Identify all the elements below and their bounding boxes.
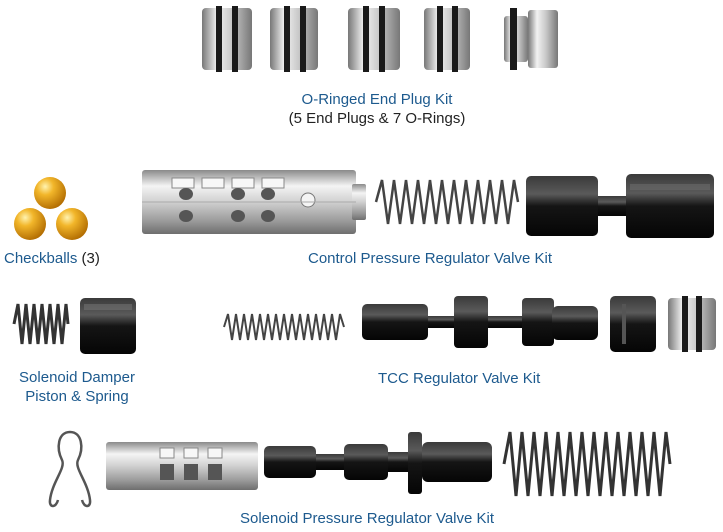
retaining-clip xyxy=(48,430,92,508)
solenoid-damper-title: Solenoid Damper Piston & Spring xyxy=(19,369,135,405)
tcc-spring xyxy=(223,313,345,341)
control-pressure-valve-silver xyxy=(142,170,366,234)
solenoid-pressure-valve-black xyxy=(264,432,492,494)
solenoid-pressure-valve-silver xyxy=(106,442,258,490)
tcc-end-plug-silver xyxy=(668,296,716,352)
solenoid-pressure-kit-title: Solenoid Pressure Regulator Valve Kit xyxy=(240,510,495,527)
control-pressure-spring xyxy=(374,179,520,225)
control-pressure-valve-black xyxy=(526,174,714,238)
end-plug-3 xyxy=(348,6,400,72)
end-plug-2 xyxy=(270,6,318,72)
tcc-kit-title: TCC Regulator Valve Kit xyxy=(378,370,541,387)
solenoid-damper-piston xyxy=(80,298,136,354)
control-pressure-kit-title: Control Pressure Regulator Valve Kit xyxy=(308,250,552,267)
checkballs-label: Checkballs (3) xyxy=(4,250,100,267)
checkballs xyxy=(14,177,88,240)
end-plug-kit-subtitle: (5 End Plugs & 7 O-Rings) xyxy=(288,110,466,127)
end-plug-5 xyxy=(504,8,558,70)
end-plug-kit-title: O-Ringed End Plug Kit (5 End Plugs & 7 O… xyxy=(288,91,466,127)
tcc-valve-black xyxy=(362,296,598,348)
tcc-plug-black xyxy=(610,296,656,352)
end-plug-1 xyxy=(202,6,252,72)
solenoid-pressure-spring xyxy=(502,431,672,497)
end-plug-4 xyxy=(424,6,470,72)
solenoid-damper-spring xyxy=(12,303,70,345)
